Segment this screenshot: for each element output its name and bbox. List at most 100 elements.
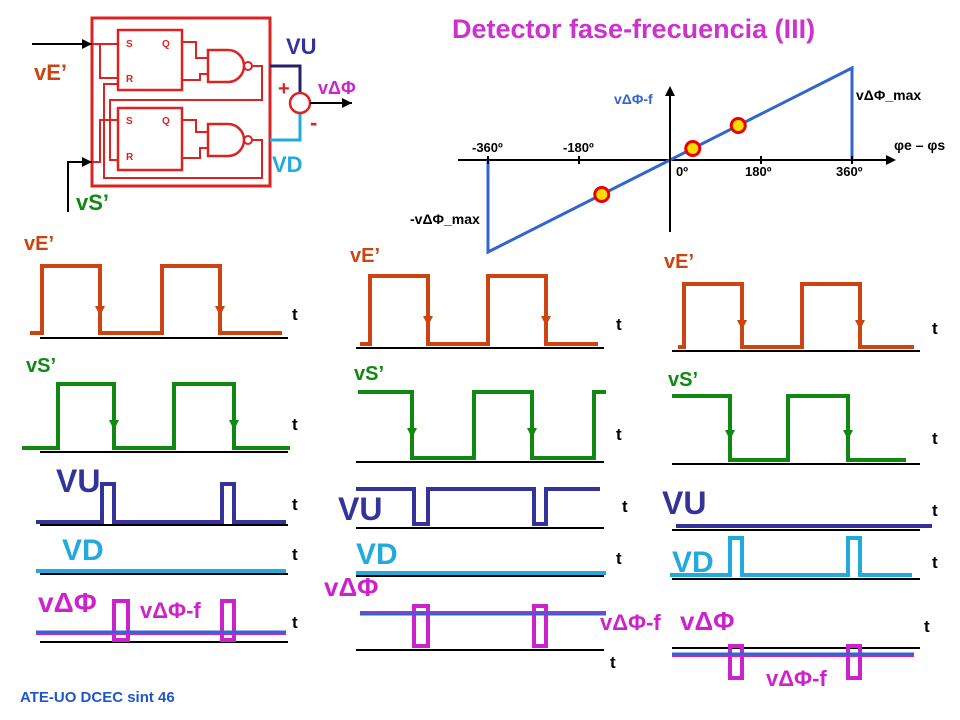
t-label: t: [616, 315, 622, 334]
falling-edge-arrow: [541, 316, 551, 326]
ff-top-s: S: [126, 39, 133, 50]
vu-label-2: VU: [338, 491, 382, 527]
vphi-label-2: vΔΦ: [324, 572, 379, 602]
ve-label-3: vE’: [664, 251, 694, 273]
falling-edge-arrow: [423, 316, 433, 326]
nand-gate-bottom: [206, 122, 246, 158]
vphi-f-label-3: vΔΦ-f: [766, 666, 827, 691]
vphi-f-label-1: vΔΦ-f: [140, 598, 201, 623]
chart-operating-point: [593, 186, 611, 203]
chart-x-arrow: [886, 155, 896, 165]
ff-bottom-q: Q: [162, 116, 170, 127]
falling-edge-arrow: [527, 428, 537, 438]
t-label: t: [932, 429, 938, 448]
falling-edge-arrow: [229, 420, 239, 430]
ve-wave-1: [30, 264, 282, 335]
ff-top-q: Q: [162, 39, 170, 50]
circuit-block: [90, 16, 272, 188]
circuit-vs-label: vS’: [76, 190, 109, 215]
vu-label-1: VU: [56, 463, 100, 499]
transfer-characteristic-chart: -360º -180º 0º 180º 360º vΔΦ-f φe – φs vΔΦ_m…: [410, 65, 945, 255]
minus-sign: -: [310, 110, 317, 135]
t-label: t: [924, 617, 930, 636]
vd-label-3: VD: [672, 546, 714, 579]
t-label: t: [932, 501, 938, 520]
t-label: t: [616, 549, 622, 568]
t-label: t: [622, 497, 628, 516]
falling-edge-arrow: [95, 306, 105, 316]
chart-markers-group: [593, 117, 747, 203]
flip-flop-top: [116, 28, 184, 92]
t-label: t: [292, 495, 298, 514]
falling-edge-arrow: [109, 420, 119, 430]
vs-wave-1: [22, 382, 290, 450]
vu-label-3: VU: [662, 485, 706, 521]
vphi-wave-2: [360, 604, 606, 648]
t-label: t: [610, 653, 616, 672]
vd-label-2: VD: [356, 538, 398, 571]
vs-input-arrow: [82, 157, 92, 167]
vd-label-1: VD: [62, 534, 104, 567]
vs-wave-2: [358, 390, 606, 460]
pfd-circuit: S Q R S Q R: [32, 16, 356, 215]
summer-output-arrow: [342, 98, 352, 108]
plus-sign: +: [278, 78, 290, 100]
ff-bottom-s: S: [126, 116, 133, 127]
vd-wave-3: [670, 536, 912, 577]
ff-bottom-r: R: [126, 152, 134, 163]
t-label: t: [292, 415, 298, 434]
falling-edge-arrow: [843, 430, 853, 440]
chart-x-tick-label: 360º: [836, 164, 863, 179]
falling-edge-arrow: [737, 320, 747, 330]
circuit-vu-label: VU: [286, 34, 317, 59]
vu-wave-2: [356, 487, 600, 526]
chart-ticks-group: -360º -180º 0º 180º 360º: [472, 140, 863, 179]
chart-operating-point: [729, 117, 747, 134]
circuit-ve-label: vE’: [34, 60, 67, 85]
ve-label-1: vE’: [24, 233, 54, 255]
falling-edge-arrow: [855, 320, 865, 330]
t-label: t: [932, 319, 938, 338]
vphi-label-1: vΔΦ: [38, 587, 97, 618]
slide-title: Detector fase-frecuencia (III): [452, 14, 816, 44]
circuit-vd-label: VD: [272, 152, 303, 177]
vs-label-3: vS’: [668, 369, 698, 391]
chart-ylabel: vΔΦ-f: [614, 91, 653, 107]
vd-wire: [270, 114, 302, 142]
chart-x-tick-label: -360º: [472, 140, 503, 155]
chart-x-tick-label: 180º: [745, 164, 772, 179]
chart-max-label: vΔΦ_max: [856, 87, 921, 103]
falling-edge-arrow: [407, 428, 417, 438]
vs-label-1: vS’: [26, 355, 56, 377]
t-label: t: [292, 613, 298, 632]
ve-label-2: vE’: [350, 245, 380, 267]
flip-flop-bottom: [116, 106, 184, 172]
falling-edge-arrow: [725, 430, 735, 440]
vu-wire: [270, 64, 302, 92]
circuit-out-label: vΔΦ: [318, 78, 356, 98]
chart-min-label: -vΔΦ_max: [410, 211, 480, 227]
ve-wave-2: [360, 274, 598, 346]
nand-gate-top: [206, 48, 246, 84]
summing-node: [288, 91, 312, 115]
vs-label-2: vS’: [354, 363, 384, 385]
slide-footer: ATE-UO DCEC sint 46: [20, 689, 175, 706]
vphi-label-3: vΔΦ: [680, 606, 735, 636]
vu-wave-1: [36, 482, 286, 524]
chart-x-tick-label: -180º: [563, 140, 594, 155]
chart-xlabel: φe – φs: [894, 137, 945, 153]
internal-wiring: [92, 41, 263, 179]
chart-x-tick-label: 0º: [676, 164, 688, 179]
t-label: t: [292, 545, 298, 564]
chart-operating-point: [684, 140, 702, 157]
chart-y-arrow: [665, 86, 675, 96]
t-label: t: [292, 305, 298, 324]
ve-wave-3: [678, 282, 914, 349]
ff-top-r: R: [126, 74, 134, 85]
vphi-f-label-2: vΔΦ-f: [600, 610, 661, 635]
t-label: t: [616, 425, 622, 444]
falling-edge-arrow: [215, 306, 225, 316]
